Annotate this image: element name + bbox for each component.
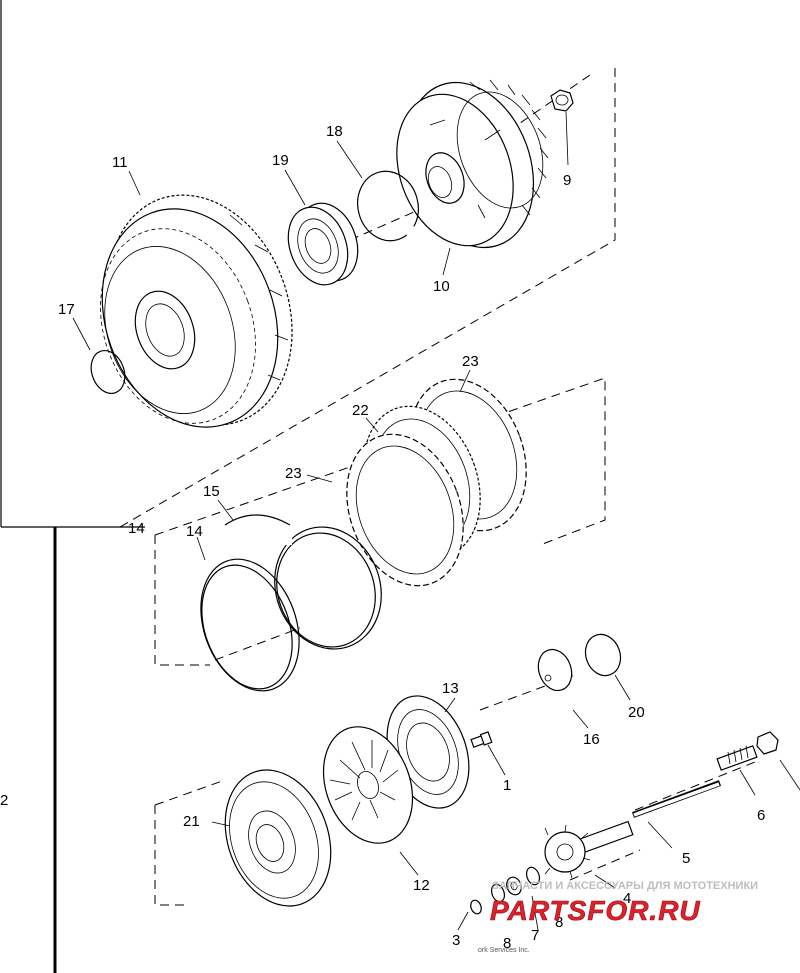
label-part-14: 14 [186, 523, 203, 540]
part-1-bolt [470, 731, 493, 748]
label-part-14-ghost: 14 [128, 520, 145, 537]
part-11-clutch-shell [100, 194, 293, 428]
part-23-friction-plate-front [346, 433, 464, 587]
copyright-credit: ork Services Inc. [478, 947, 530, 954]
part-7-washer [506, 876, 522, 896]
label-part-21: 21 [183, 813, 200, 830]
label-part-23-rear: 23 [462, 353, 479, 370]
label-part-8-lower: 8 [503, 935, 511, 952]
label-part-4: 4 [623, 890, 631, 907]
label-part-5: 5 [682, 850, 690, 867]
label-part-7: 7 [531, 927, 539, 944]
label-part-8-upper: 8 [555, 914, 563, 931]
watermark-brand: PARTSFOR.RU [490, 895, 701, 926]
label-part-9: 9 [563, 172, 571, 189]
label-part-13: 13 [442, 680, 459, 697]
part-12-diaphragm-spring [322, 726, 414, 844]
leader-lines [72, 111, 800, 931]
part-16-release-plate [537, 648, 573, 692]
label-part-11: 11 [112, 154, 128, 171]
part-18-snap-ring [357, 170, 419, 242]
part-9-nut [550, 89, 574, 112]
part-4-inner-ramp [544, 820, 634, 879]
diagram-frame [0, 0, 145, 973]
part-14-damper-ring [200, 558, 300, 692]
callout-labels: 11 19 18 9 10 17 22 23 23 15 14 14 13 20… [0, 123, 765, 952]
part-19-bearing [287, 202, 359, 286]
label-part-1: 1 [503, 777, 511, 794]
label-part-17: 17 [58, 301, 75, 318]
label-part-10: 10 [433, 278, 450, 295]
part-20-retaining-ring [584, 633, 622, 677]
part-3-retaining-clip [470, 899, 482, 915]
label-part-16: 16 [583, 731, 600, 748]
part-10-clutch-hub-shell [396, 79, 549, 249]
label-part-18: 18 [326, 123, 343, 140]
label-part-2: 2 [0, 792, 8, 809]
part-17-retaining-ring [90, 350, 126, 394]
label-part-20: 20 [628, 704, 645, 721]
part-8-bearing-lower [490, 883, 506, 903]
label-part-22: 22 [352, 402, 369, 419]
part-21-clutch-hub [224, 769, 332, 907]
label-part-15: 15 [203, 483, 220, 500]
label-part-6: 6 [757, 807, 765, 824]
label-part-3: 3 [452, 932, 460, 949]
part-8-bearing-upper [525, 866, 541, 886]
part-5-pushrod [631, 780, 722, 818]
label-part-19: 19 [272, 152, 289, 169]
label-part-12: 12 [413, 877, 430, 894]
partsfor-watermark: ЗАПЧАСТИ И АКСЕССУАРЫ ДЛЯ МОТОТЕХНИКИ PA… [490, 880, 758, 926]
part-15-spring-ring [222, 510, 382, 650]
watermark-tagline: ЗАПЧАСТИ И АКСЕССУАРЫ ДЛЯ МОТОТЕХНИКИ [492, 880, 758, 892]
label-part-23-front: 23 [285, 465, 302, 482]
part-6-adjusting-screw [716, 731, 779, 771]
